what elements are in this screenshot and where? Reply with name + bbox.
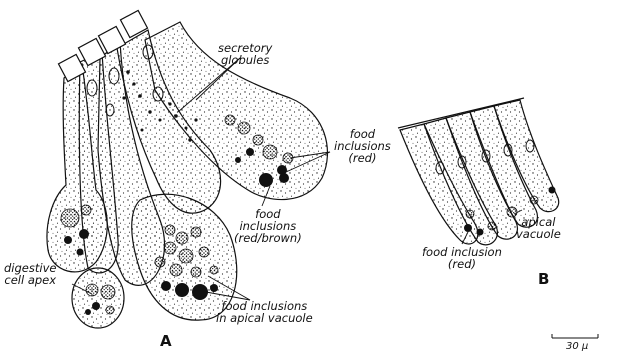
label-food-inclusions-apical: food inclusions in apical vacuole [216, 300, 313, 324]
label-food-inclusions-red-brown: food inclusions (red/brown) [234, 208, 302, 244]
label-food-inclusions-red: food inclusions (red) [334, 128, 391, 164]
label-apical-vacuole: apical vacuole [516, 216, 561, 240]
scale-bar-label: 30 μ [566, 341, 588, 352]
digestive-cell-apex [72, 268, 124, 328]
label-digestive-cell-apex: digestive cell apex [4, 262, 56, 286]
panel-label-a: A [160, 332, 172, 350]
label-food-inclusion-b: food inclusion (red) [422, 246, 502, 270]
panel-label-b: B [538, 270, 549, 288]
scale-bar [552, 334, 598, 338]
label-secretory-globules: secretory globules [218, 42, 272, 66]
